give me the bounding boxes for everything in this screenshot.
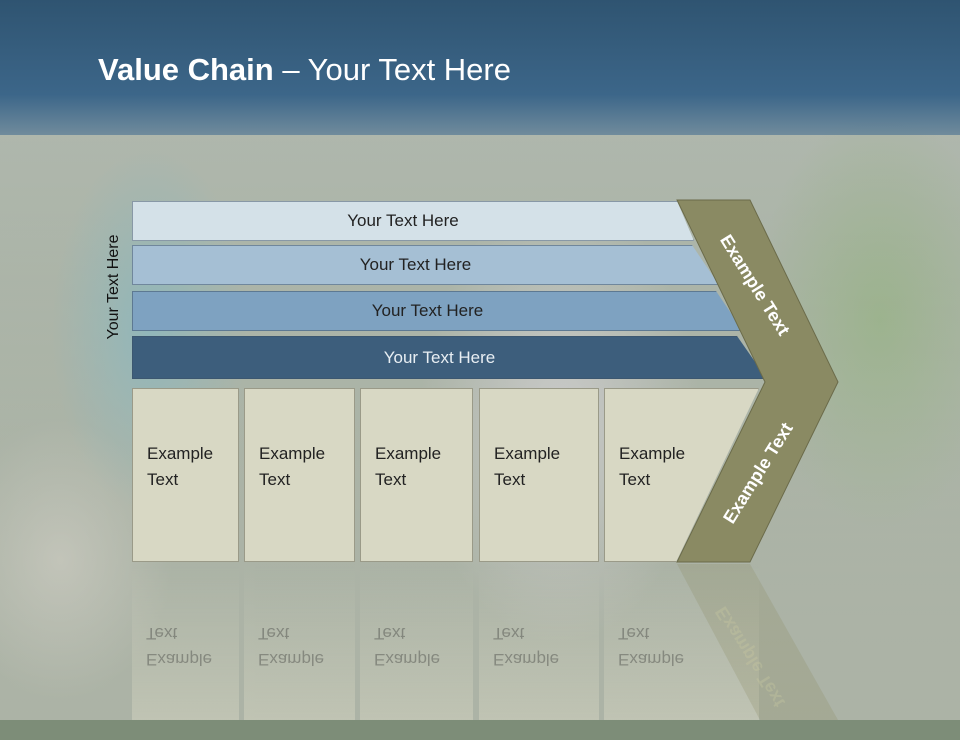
- box-2-reflection-line1: Example: [258, 650, 325, 669]
- box-3: Example Text: [360, 388, 473, 562]
- box-4-line2: Text: [494, 470, 526, 489]
- box-3-reflection-line1: Example: [374, 650, 441, 669]
- box-2-line1: Example: [259, 444, 326, 463]
- title-bold: Value Chain: [98, 52, 274, 87]
- slide-title: Value Chain – Your Text Here: [98, 52, 511, 88]
- box-5-line2: Text: [619, 470, 651, 489]
- box-4-reflection-line2: Text: [493, 624, 525, 643]
- box-5-line1: Example: [619, 444, 686, 463]
- box-2: Example Text: [244, 388, 355, 562]
- bar-1: Your Text Here: [132, 201, 694, 241]
- box-4: Example Text: [479, 388, 599, 562]
- box-1-reflection: Example Text: [132, 564, 239, 720]
- bar-1-label: Your Text Here: [347, 211, 459, 230]
- box-1-line1: Example: [147, 444, 214, 463]
- box-3-line1: Example: [375, 444, 442, 463]
- box-4-line1: Example: [494, 444, 561, 463]
- box-4-reflection-line1: Example: [493, 650, 560, 669]
- bar-2: Your Text Here: [132, 245, 719, 285]
- box-2-line2: Text: [259, 470, 291, 489]
- box-2-reflection: Example Text: [244, 564, 355, 720]
- title-rest: – Your Text Here: [273, 52, 511, 87]
- bar-4-label: Your Text Here: [383, 347, 496, 367]
- bar-3-label: Your Text Here: [371, 301, 484, 320]
- box-3-line2: Text: [375, 470, 407, 489]
- bar-3: Your Text Here: [132, 291, 743, 331]
- title-bar: Value Chain – Your Text Here: [0, 0, 960, 135]
- box-1-reflection-line2: Text: [146, 624, 178, 643]
- bar-4: Your Text Here: [132, 336, 767, 379]
- box-2-reflection-line2: Text: [258, 624, 290, 643]
- vertical-label: Your Text Here: [105, 234, 122, 340]
- box-1-reflection-line1: Example: [146, 650, 213, 669]
- box-1-line2: Text: [147, 470, 179, 489]
- box-1: Example Text: [132, 388, 239, 562]
- box-3-reflection-line2: Text: [374, 624, 406, 643]
- bar-2-label: Your Text Here: [359, 255, 472, 274]
- box-4-reflection: Example Text: [479, 564, 599, 720]
- box-3-reflection: Example Text: [360, 564, 473, 720]
